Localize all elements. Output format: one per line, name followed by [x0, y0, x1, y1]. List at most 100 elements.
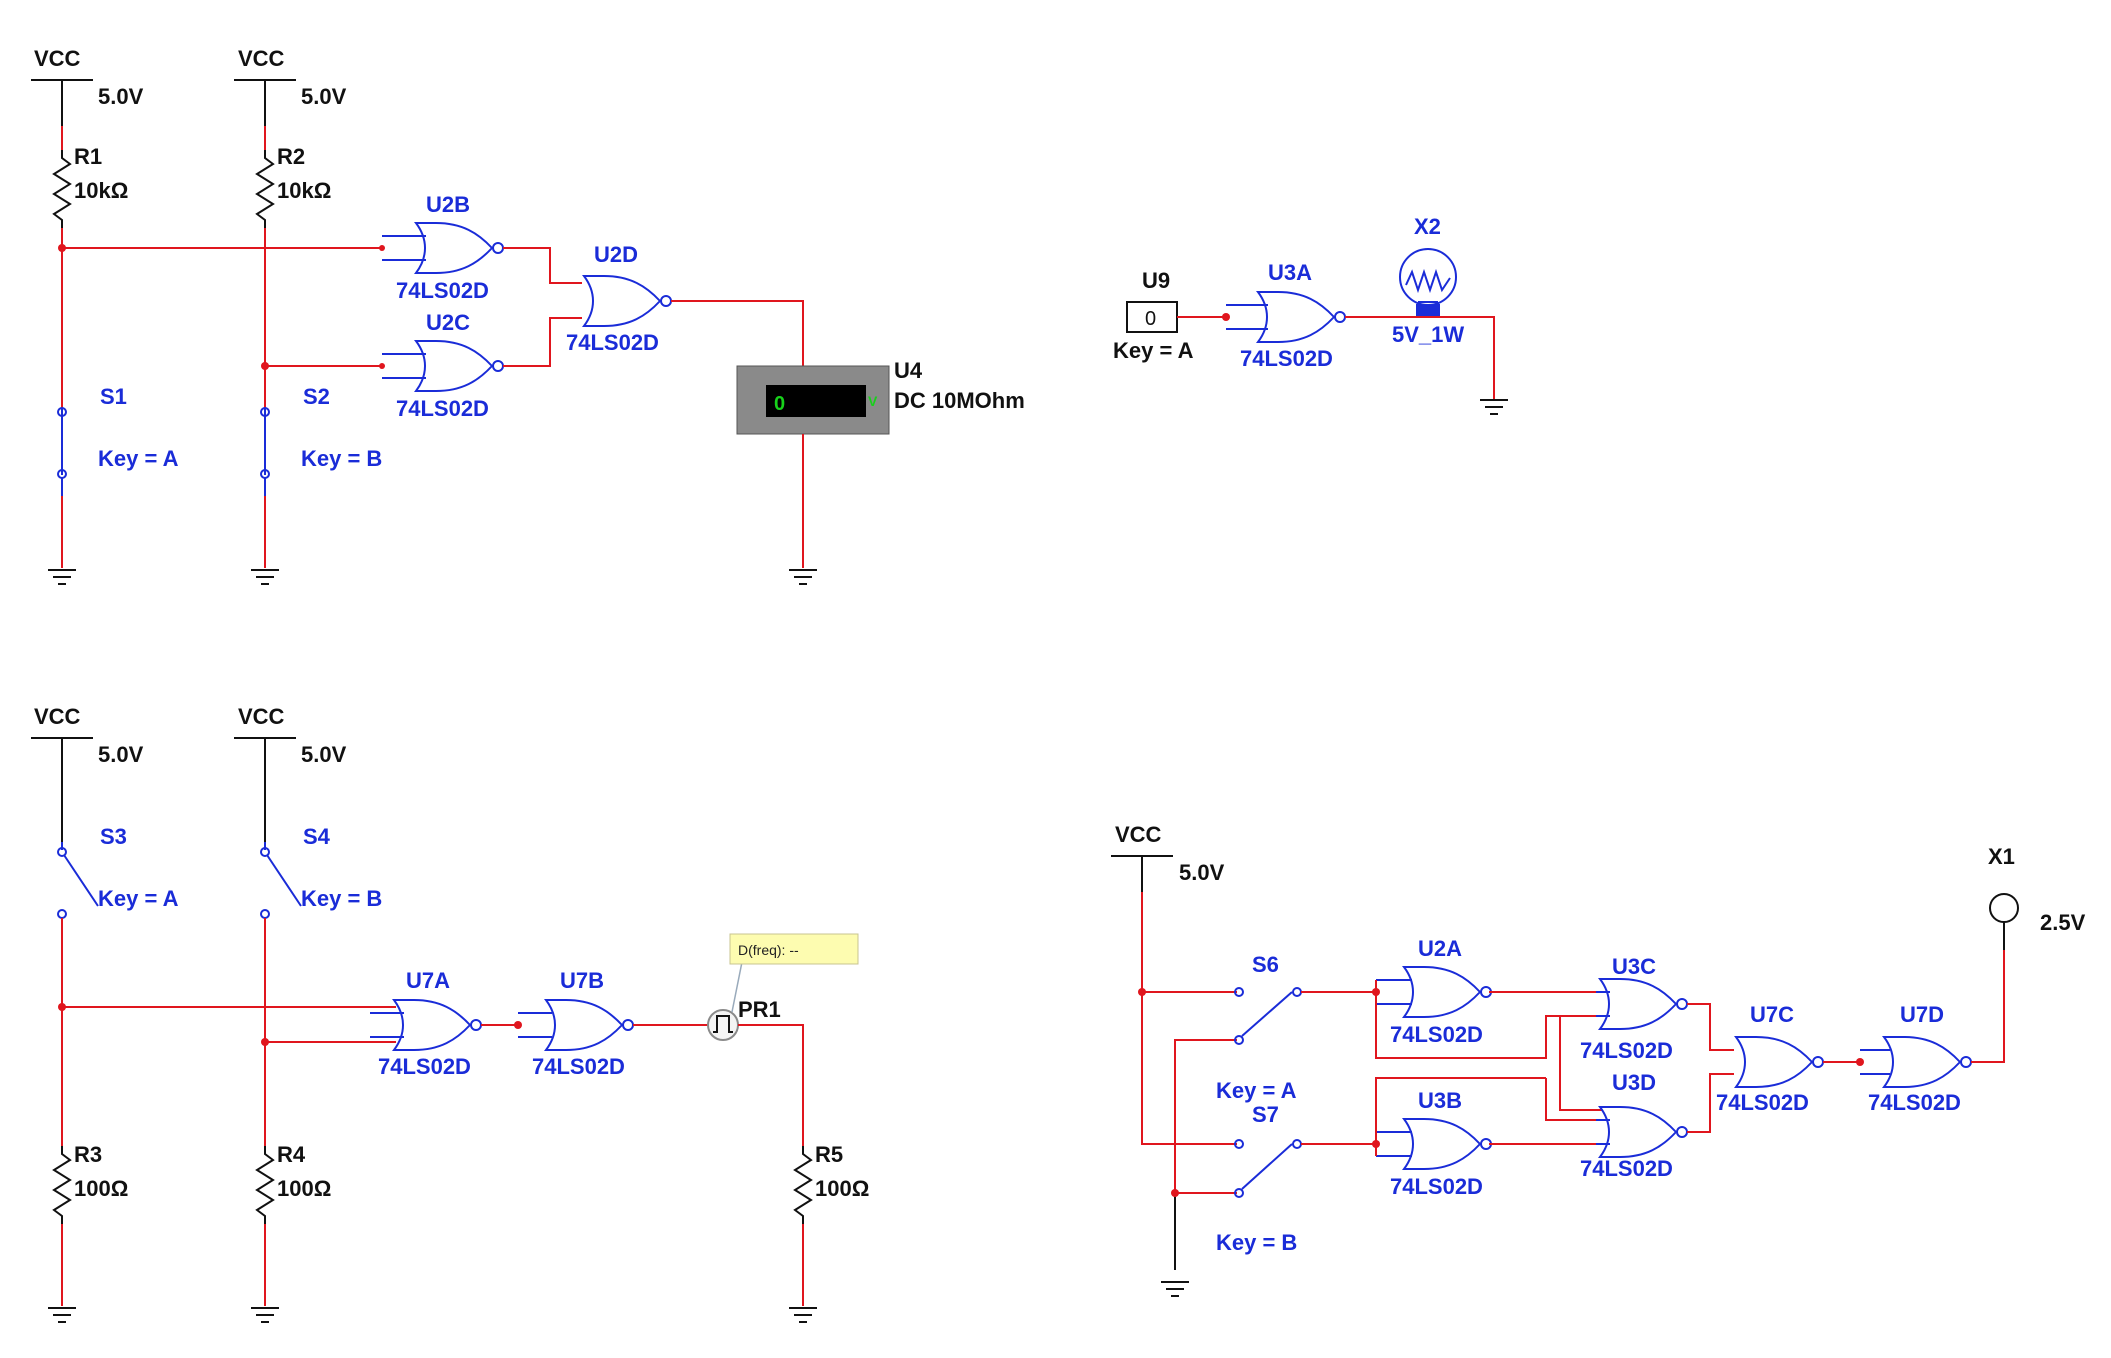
svg-text:74LS02D: 74LS02D [378, 1054, 471, 1079]
vcc-source-1: VCC 5.0V [30, 46, 144, 126]
nor-gate-u7d[interactable]: U7D 74LS02D [1860, 1002, 1972, 1115]
nor-gate-u3b[interactable]: U3B 74LS02D [1376, 1088, 1492, 1199]
switch-s6[interactable]: S6 Key = A [1216, 952, 1302, 1103]
nor-gate-u2a[interactable]: U2A 74LS02D [1376, 936, 1492, 1047]
resistor-r3[interactable]: R3 100Ω [53, 1142, 128, 1225]
svg-text:X2: X2 [1414, 214, 1441, 239]
svg-text:S3: S3 [100, 824, 127, 849]
svg-text:VCC: VCC [1115, 822, 1162, 847]
lamp-x2[interactable]: X2 5V_1W [1392, 214, 1464, 347]
vcc-source-5: VCC 5.0V [1110, 822, 1225, 892]
resistor-r2[interactable]: R2 10kΩ [256, 126, 331, 229]
svg-text:U3D: U3D [1612, 1070, 1656, 1095]
svg-text:74LS02D: 74LS02D [1716, 1090, 1809, 1115]
svg-text:74LS02D: 74LS02D [1580, 1038, 1673, 1063]
svg-text:Key = A: Key = A [98, 886, 179, 911]
svg-text:U9: U9 [1142, 268, 1170, 293]
vcc-source-2: VCC 5.0V [233, 46, 347, 126]
resistor-r1[interactable]: R1 10kΩ [53, 126, 128, 229]
ground-symbol [47, 569, 77, 585]
svg-text:U3B: U3B [1418, 1088, 1462, 1113]
switch-s3[interactable]: S3 Key = A [57, 824, 179, 919]
svg-text:100Ω: 100Ω [815, 1176, 869, 1201]
svg-text:PR1: PR1 [738, 997, 781, 1022]
svg-text:VCC: VCC [238, 704, 285, 729]
svg-text:S6: S6 [1252, 952, 1279, 977]
switch-s2[interactable]: S2 Key = B [260, 384, 382, 496]
svg-text:74LS02D: 74LS02D [396, 278, 489, 303]
nor-gate-u7a[interactable]: U7A 74LS02D [370, 968, 482, 1079]
ground-symbol [1479, 399, 1509, 415]
svg-text:U3A: U3A [1268, 260, 1312, 285]
nor-gate-u2b[interactable]: U2B 74LS02D [382, 192, 504, 303]
vcc-label: VCC [238, 46, 285, 71]
circuit-nor-probe: VCC 5.0V VCC 5.0V S3 Key = A S4 Key = B [30, 704, 869, 1323]
nor-gate-u2d[interactable]: U2D 74LS02D [566, 242, 672, 355]
svg-text:10kΩ: 10kΩ [74, 178, 128, 203]
probe-x1[interactable]: X1 2.5V [1988, 844, 2086, 935]
svg-text:U4: U4 [894, 358, 923, 383]
svg-text:74LS02D: 74LS02D [566, 330, 659, 355]
svg-text:U3C: U3C [1612, 954, 1656, 979]
svg-text:U2D: U2D [594, 242, 638, 267]
svg-text:U7C: U7C [1750, 1002, 1794, 1027]
resistor-r4[interactable]: R4 100Ω [256, 1142, 331, 1225]
svg-text:74LS02D: 74LS02D [532, 1054, 625, 1079]
vcc-value: 5.0V [301, 84, 347, 109]
ground-symbol [250, 1307, 280, 1323]
svg-text:Key = B: Key = B [301, 446, 382, 471]
svg-text:U2B: U2B [426, 192, 470, 217]
nor-gate-u3a[interactable]: U3A 74LS02D [1226, 260, 1346, 371]
switch-s4[interactable]: S4 Key = B [260, 824, 382, 919]
meter-unit: V [868, 393, 878, 409]
nor-gate-u2c[interactable]: U2C 74LS02D [382, 310, 504, 421]
svg-text:10kΩ: 10kΩ [277, 178, 331, 203]
svg-text:5.0V: 5.0V [1179, 860, 1225, 885]
vcc-source-3: VCC 5.0V [30, 704, 144, 842]
svg-text:U7B: U7B [560, 968, 604, 993]
switch-s1[interactable]: S1 Key = A [57, 384, 179, 496]
svg-text:VCC: VCC [34, 704, 81, 729]
nor-gate-u3d[interactable]: U3D 74LS02D [1580, 1070, 1688, 1181]
resistor-r5[interactable]: R5 100Ω [794, 1142, 869, 1225]
svg-text:R5: R5 [815, 1142, 843, 1167]
probe-readout: D(freq): -- [738, 942, 799, 958]
svg-text:X1: X1 [1988, 844, 2015, 869]
svg-text:S1: S1 [100, 384, 127, 409]
svg-text:S4: S4 [303, 824, 331, 849]
nor-gate-u7b[interactable]: U7B 74LS02D [518, 968, 634, 1079]
ground-symbol [250, 569, 280, 585]
svg-text:U7D: U7D [1900, 1002, 1944, 1027]
svg-text:5.0V: 5.0V [301, 742, 347, 767]
svg-text:S7: S7 [1252, 1102, 1279, 1127]
svg-text:74LS02D: 74LS02D [1390, 1022, 1483, 1047]
svg-text:5V_1W: 5V_1W [1392, 322, 1464, 347]
svg-text:74LS02D: 74LS02D [1390, 1174, 1483, 1199]
svg-text:Key = B: Key = B [1216, 1230, 1297, 1255]
svg-text:74LS02D: 74LS02D [1868, 1090, 1961, 1115]
svg-text:Key = A: Key = A [1113, 338, 1194, 363]
circuit-nor-probe-x1: VCC 5.0V S6 Key = A S7 Key = B [1110, 822, 2086, 1297]
nor-gate-u7c[interactable]: U7C 74LS02D [1716, 1002, 1824, 1115]
svg-text:0: 0 [1145, 308, 1156, 330]
ground-symbol [788, 569, 818, 585]
svg-text:R4: R4 [277, 1142, 306, 1167]
svg-text:100Ω: 100Ω [74, 1176, 128, 1201]
vcc-label: VCC [34, 46, 81, 71]
svg-text:74LS02D: 74LS02D [1580, 1156, 1673, 1181]
svg-text:74LS02D: 74LS02D [1240, 346, 1333, 371]
svg-text:100Ω: 100Ω [277, 1176, 331, 1201]
svg-text:R3: R3 [74, 1142, 102, 1167]
switch-s7[interactable]: S7 Key = B [1216, 1102, 1302, 1255]
circuit-nor-voltmeter: VCC 5.0V VCC 5.0V R1 10kΩ R2 10kΩ [30, 46, 1025, 585]
interactive-digital-constant-u9[interactable]: 0 U9 Key = A [1113, 268, 1194, 363]
svg-text:Key = A: Key = A [98, 446, 179, 471]
ground-symbol [1160, 1281, 1190, 1297]
nor-gate-u3c[interactable]: U3C 74LS02D [1580, 954, 1688, 1063]
svg-text:5.0V: 5.0V [98, 742, 144, 767]
svg-text:Key = B: Key = B [301, 886, 382, 911]
svg-text:R2: R2 [277, 144, 305, 169]
svg-text:DC 10MOhm: DC 10MOhm [894, 388, 1025, 413]
voltmeter-u4[interactable]: 0 V U4 DC 10MOhm [736, 358, 1025, 435]
svg-text:74LS02D: 74LS02D [396, 396, 489, 421]
